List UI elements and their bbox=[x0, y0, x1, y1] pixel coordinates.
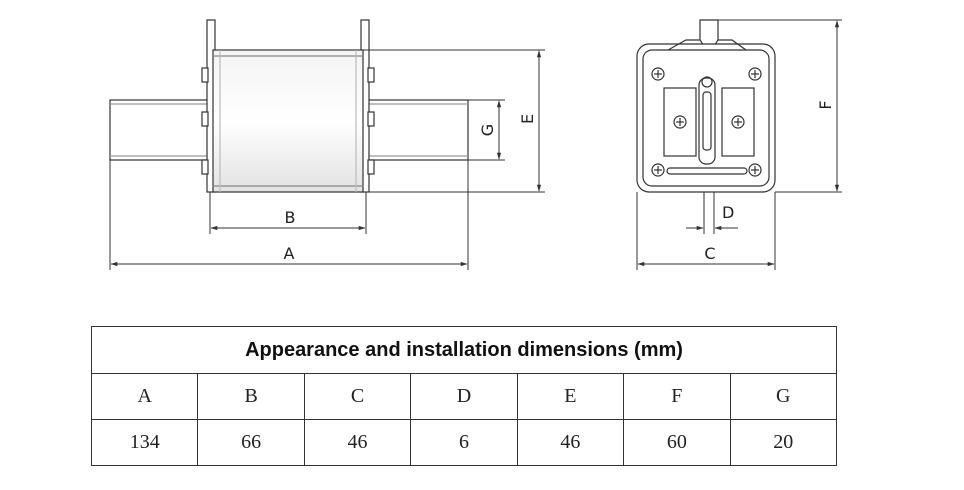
header-cell: G bbox=[729, 373, 838, 420]
value-cell: 6 bbox=[410, 419, 518, 466]
dimension-d-label: D bbox=[722, 203, 734, 222]
table-header-row: A B C D E F G bbox=[90, 373, 838, 420]
header-cell: A bbox=[90, 373, 199, 420]
value-cell: 20 bbox=[729, 419, 838, 466]
header-cell: B bbox=[197, 373, 305, 420]
dimension-e-label: E bbox=[518, 114, 537, 124]
fuse-drawing: A B G E bbox=[109, 19, 842, 270]
value-cell: 46 bbox=[303, 419, 412, 466]
value-cell: 66 bbox=[197, 419, 305, 466]
value-cell: 60 bbox=[623, 419, 731, 466]
header-cell: E bbox=[516, 373, 625, 420]
table-title-row: Appearance and installation dimensions (… bbox=[91, 326, 837, 374]
header-cell: F bbox=[623, 373, 731, 420]
dimension-g-label: G bbox=[478, 124, 497, 136]
dimension-f-label: F bbox=[816, 100, 835, 109]
corner-screws bbox=[651, 67, 762, 177]
dimension-a-label: A bbox=[284, 244, 295, 263]
side-dimensions bbox=[109, 49, 545, 270]
end-view bbox=[636, 19, 776, 193]
dimension-c-label: C bbox=[704, 244, 715, 263]
end-tabs bbox=[201, 19, 375, 193]
end-dimensions bbox=[636, 19, 842, 270]
fuse-body bbox=[212, 49, 364, 193]
value-cell: 46 bbox=[516, 419, 625, 466]
table-title: Appearance and installation dimensions (… bbox=[91, 326, 837, 374]
table-row: 134 66 46 6 46 60 20 bbox=[90, 419, 838, 466]
dimension-b-label: B bbox=[285, 208, 296, 227]
value-cell: 134 bbox=[90, 419, 199, 466]
dimensions-table: Appearance and installation dimensions (… bbox=[90, 326, 838, 466]
side-view bbox=[109, 19, 469, 193]
header-cell: C bbox=[303, 373, 412, 420]
header-cell: D bbox=[410, 373, 518, 420]
